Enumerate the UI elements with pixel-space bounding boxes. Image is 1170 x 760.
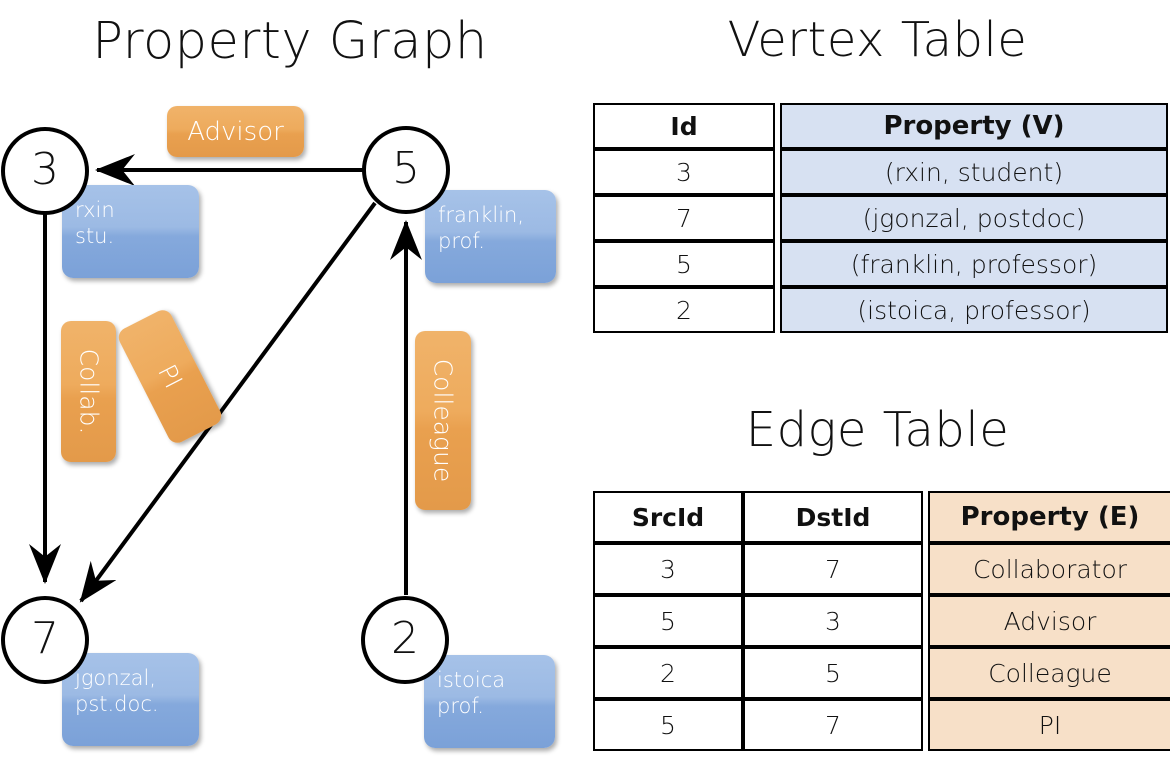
node-property-3-line1: rxin <box>75 198 115 222</box>
edge-row-0-dst: 7 <box>743 543 923 595</box>
edge-table-title: Edge Table <box>745 402 1010 458</box>
vertex-table-header-row: Id Property (V) <box>593 103 1168 149</box>
node-property-5-line1: franklin, <box>438 203 525 227</box>
edge-table-header-property: Property (E) <box>928 491 1170 543</box>
edge-table: SrcId DstId Property (E) 3 7 Collaborato… <box>593 491 1170 751</box>
node-property-5-line2: prof. <box>438 229 485 253</box>
vertex-row-3-property: (istoica, professor) <box>780 287 1168 333</box>
edge-row-0-src: 3 <box>593 543 743 595</box>
vertex-row-0-id: 3 <box>593 149 775 195</box>
table-row: 5 (franklin, professor) <box>593 241 1168 287</box>
table-row: 7 (jgonzal, postdoc) <box>593 195 1168 241</box>
edge-table-header-srcid: SrcId <box>593 491 743 543</box>
vertex-table-header-id: Id <box>593 103 775 149</box>
vertex-row-1-id: 7 <box>593 195 775 241</box>
edge-row-1-src: 5 <box>593 595 743 647</box>
table-row: 2 (istoica, professor) <box>593 287 1168 333</box>
edge-row-2-property: Colleague <box>928 647 1170 699</box>
edge-row-2-src: 2 <box>593 647 743 699</box>
vertex-row-2-property: (franklin, professor) <box>780 241 1168 287</box>
graph-node-3-label: 3 <box>31 143 59 195</box>
node-property-7-line2: pst.doc. <box>75 692 159 716</box>
edge-row-2-dst: 5 <box>743 647 923 699</box>
table-row: 2 5 Colleague <box>593 647 1170 699</box>
edge-label-pi-text: PI <box>151 359 189 394</box>
node-property-2-line2: prof. <box>437 694 484 718</box>
edge-row-1-property: Advisor <box>928 595 1170 647</box>
edge-row-0-property: Collaborator <box>928 543 1170 595</box>
table-row: 3 (rxin, student) <box>593 149 1168 195</box>
edge-label-colleague: Colleague <box>415 331 471 510</box>
vertex-row-0-property: (rxin, student) <box>780 149 1168 195</box>
graph-node-2-label: 2 <box>391 612 419 664</box>
graph-node-7-label: 7 <box>31 612 59 664</box>
edge-row-1-dst: 3 <box>743 595 923 647</box>
property-graph-title: Property Graph <box>92 12 488 71</box>
graph-node-3[interactable]: 3 <box>1 127 89 215</box>
vertex-row-1-property: (jgonzal, postdoc) <box>780 195 1168 241</box>
edge-row-3-dst: 7 <box>743 699 923 751</box>
edge-label-colleague-text: Colleague <box>428 358 458 483</box>
node-property-2-line1: istoica <box>437 668 506 692</box>
node-property-box-5: franklin, prof. <box>425 190 556 283</box>
node-property-7-line1: jgonzal, <box>75 666 156 690</box>
edge-pi-5-to-7 <box>79 201 377 603</box>
edge-label-collab: Collab. <box>61 321 116 462</box>
vertex-table-title: Vertex Table <box>727 12 1028 68</box>
node-property-box-2: istoica prof. <box>424 655 555 748</box>
table-row: 3 7 Collaborator <box>593 543 1170 595</box>
table-row: 5 3 Advisor <box>593 595 1170 647</box>
vertex-row-3-id: 2 <box>593 287 775 333</box>
edge-table-header-row: SrcId DstId Property (E) <box>593 491 1170 543</box>
edge-label-advisor-text: Advisor <box>187 116 284 147</box>
edge-table-header-dstid: DstId <box>743 491 923 543</box>
graph-edges-layer <box>29 154 422 603</box>
node-property-box-3: rxin stu. <box>62 185 199 278</box>
vertex-table: Id Property (V) 3 (rxin, student) 7 (jgo… <box>593 103 1168 333</box>
vertex-row-2-id: 5 <box>593 241 775 287</box>
edge-label-advisor: Advisor <box>167 106 304 157</box>
edge-row-3-src: 5 <box>593 699 743 751</box>
node-property-3-line2: stu. <box>75 224 115 248</box>
graph-node-5-label: 5 <box>392 142 420 194</box>
graph-node-5[interactable]: 5 <box>362 126 450 214</box>
graph-node-7[interactable]: 7 <box>1 596 89 684</box>
table-row: 5 7 PI <box>593 699 1170 751</box>
edge-label-collab-text: Collab. <box>74 348 103 435</box>
node-property-box-7: jgonzal, pst.doc. <box>62 653 199 746</box>
graph-node-2[interactable]: 2 <box>361 596 449 684</box>
vertex-table-header-property: Property (V) <box>780 103 1168 149</box>
edge-row-3-property: PI <box>928 699 1170 751</box>
